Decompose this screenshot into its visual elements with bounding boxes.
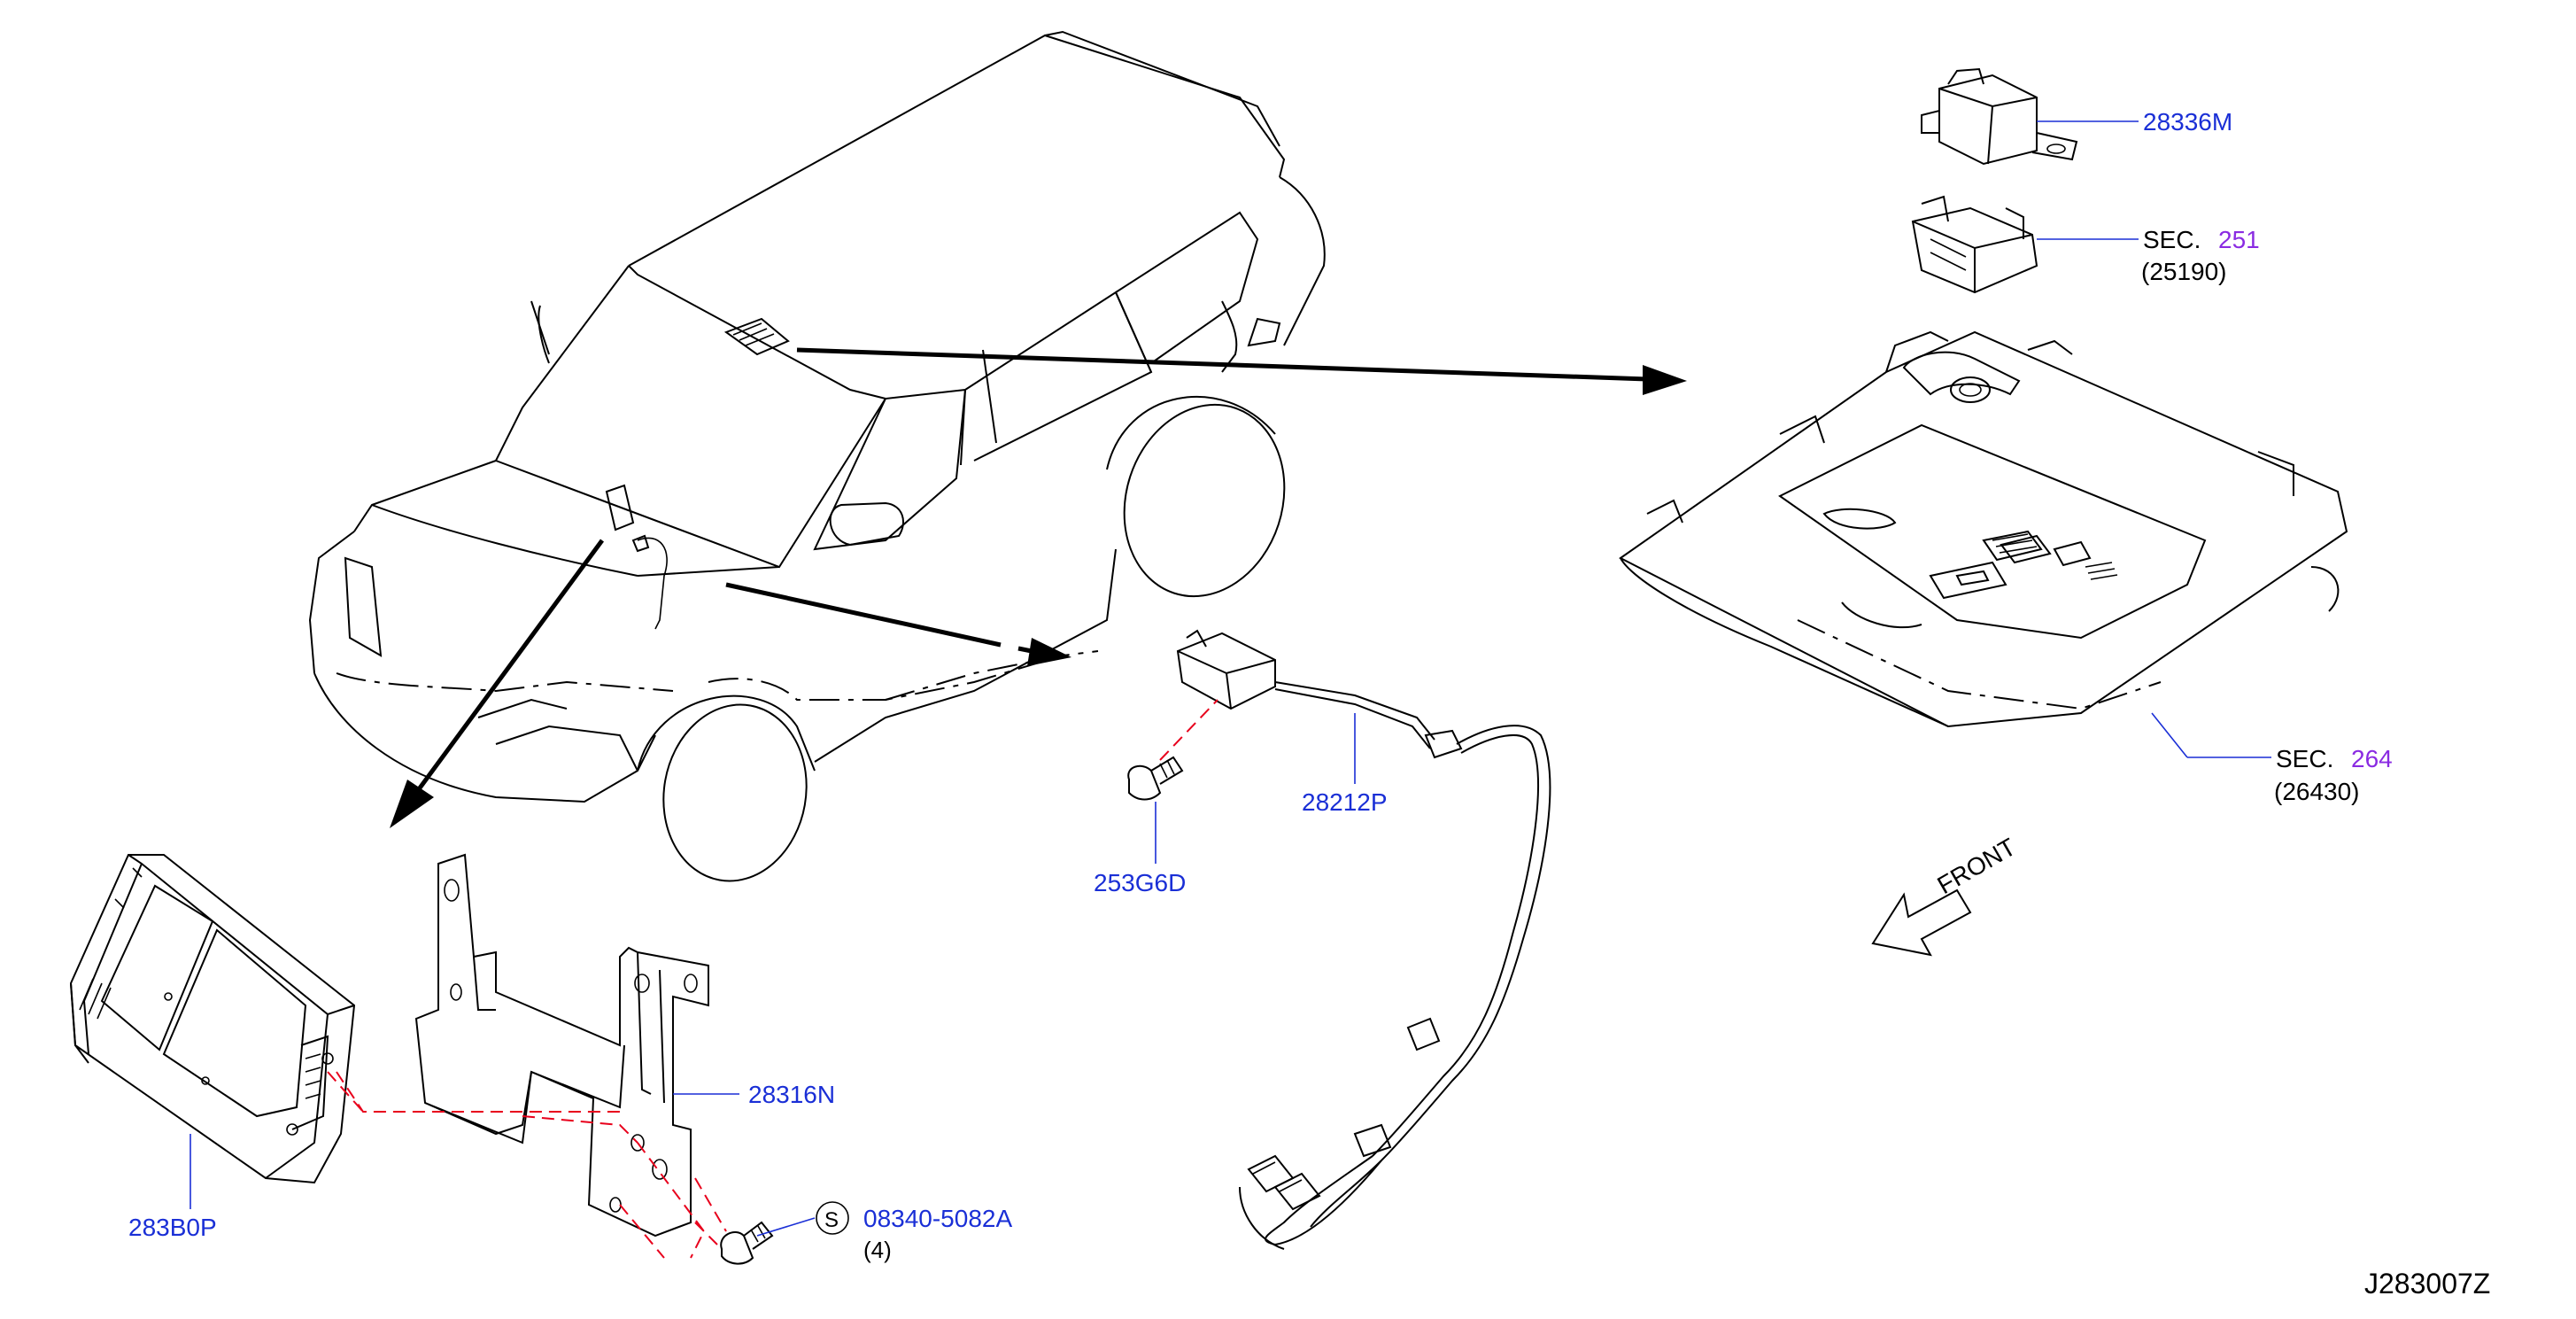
vehicle-outline xyxy=(308,30,1326,882)
screw-253G6D-drawing xyxy=(1127,699,1218,801)
drawing-code: J283007Z xyxy=(2364,1268,2490,1300)
screw-symbol-circle xyxy=(816,1201,849,1235)
label-283B0P: 283B0P xyxy=(128,1214,217,1241)
screw-08340-drawing xyxy=(694,1221,774,1265)
control-unit-283B0P-drawing xyxy=(69,854,364,1184)
label-sec251-ref: (25190) xyxy=(2141,258,2227,285)
pointer-arrows xyxy=(390,347,1687,828)
label-screw-symbol: S xyxy=(824,1208,839,1232)
overhead-console-drawing xyxy=(1619,330,2348,728)
label-sec264-number: 264 xyxy=(2351,745,2393,772)
label-28316N: 28316N xyxy=(748,1081,835,1108)
part-sec251-drawing xyxy=(1911,195,2038,294)
label-08340-5082A: 08340-5082A xyxy=(863,1205,1012,1232)
part-labels: 28336M SEC. 251 (25190) SEC. 264 (26430)… xyxy=(128,108,2490,1300)
label-28212P: 28212P xyxy=(1302,788,1388,816)
harness-28212P-drawing xyxy=(1176,629,1551,1250)
label-sec264-prefix: SEC. xyxy=(2276,745,2333,772)
leader-lines xyxy=(190,120,2271,1237)
label-screw-qty: (4) xyxy=(863,1237,892,1263)
label-28336M: 28336M xyxy=(2143,108,2232,136)
front-direction-indicator: FRONT xyxy=(1871,833,2021,957)
front-label: FRONT xyxy=(1933,833,2021,899)
bracket-28316N-drawing xyxy=(336,853,727,1259)
label-sec251-prefix: SEC. xyxy=(2143,226,2201,253)
label-sec251-number: 251 xyxy=(2218,226,2260,253)
label-253G6D: 253G6D xyxy=(1094,869,1186,896)
part-28336M-drawing xyxy=(1921,67,2078,166)
label-sec264-ref: (26430) xyxy=(2274,778,2360,805)
